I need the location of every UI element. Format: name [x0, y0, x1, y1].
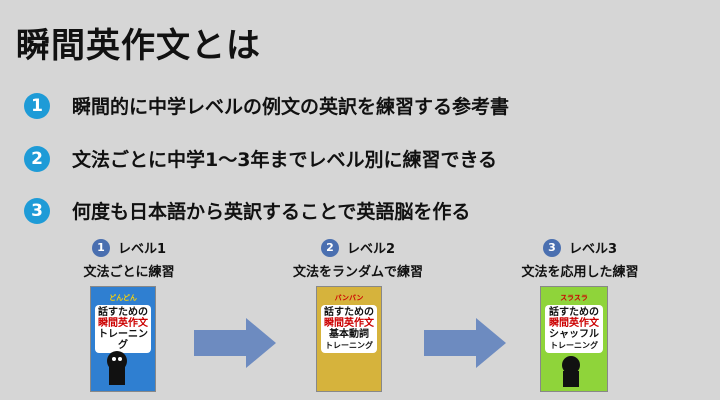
- point-number-badge: 3: [24, 197, 50, 224]
- step-number-badge: 1: [91, 238, 110, 257]
- step-number-badge: 2: [320, 238, 339, 257]
- book-title-line: トレーニング: [550, 341, 598, 350]
- book-cover-level-1: どんどん 話すための 瞬間英作文 トレーニング: [90, 286, 156, 392]
- book-tag: どんどん: [109, 294, 137, 302]
- point-text: 何度も日本語から英訳することで英語脳を作る: [72, 201, 471, 223]
- book-title-line: 瞬間英作文: [324, 318, 374, 329]
- point-3: 3 何度も日本語から英訳することで英語脳を作る: [24, 197, 470, 224]
- book-tag: バンバン: [334, 294, 364, 302]
- point-number-badge: 1: [24, 92, 50, 119]
- page-title: 瞬間英作文とは: [16, 26, 261, 66]
- book-title-line: トレーニング: [325, 341, 373, 350]
- point-2: 2 文法ごとに中学1〜3年までレベル別に練習できる: [24, 145, 497, 172]
- book-title-line: トレーニング: [98, 329, 148, 351]
- step-description: 文法を応用した練習: [521, 265, 639, 280]
- book-title-line: 話すための: [98, 307, 148, 318]
- cat-illustration-icon: [107, 351, 127, 385]
- book-title-line: 話すための: [324, 307, 374, 318]
- step-description: 文法をランダムで練習: [292, 265, 423, 280]
- step-number-badge: 3: [542, 238, 561, 257]
- arrow-right-icon: [194, 318, 276, 368]
- book-title-line: 基本動詞: [329, 329, 369, 340]
- book-cover-level-3: スラスラ 話すための 瞬間英作文 シャッフル トレーニング: [540, 286, 608, 392]
- arrow-right-icon: [424, 318, 506, 368]
- step-level: レベル2: [346, 242, 396, 257]
- book-title-line: シャッフル: [549, 329, 599, 340]
- step-2: 2 レベル2 文法をランダムで練習: [278, 238, 438, 280]
- book-cover-level-2: バンバン 話すための 瞬間英作文 基本動詞 トレーニング: [316, 286, 382, 392]
- book-tag: スラスラ: [560, 294, 588, 302]
- step-description: 文法ごとに練習: [83, 265, 175, 280]
- book-title-line: 瞬間英作文: [549, 318, 599, 329]
- cat-illustration-icon: [562, 356, 580, 387]
- step-1: 1 レベル1 文法ごとに練習: [64, 238, 194, 280]
- step-level: レベル3: [568, 242, 618, 257]
- book-title-line: 話すための: [549, 307, 599, 318]
- point-text: 瞬間的に中学レベルの例文の英訳を練習する参考書: [72, 96, 510, 118]
- book-title-line: 瞬間英作文: [98, 318, 148, 329]
- step-level: レベル1: [117, 242, 167, 257]
- point-number-badge: 2: [24, 145, 50, 172]
- point-1: 1 瞬間的に中学レベルの例文の英訳を練習する参考書: [24, 92, 509, 119]
- point-text: 文法ごとに中学1〜3年までレベル別に練習できる: [72, 149, 498, 171]
- step-3: 3 レベル3 文法を応用した練習: [505, 238, 655, 280]
